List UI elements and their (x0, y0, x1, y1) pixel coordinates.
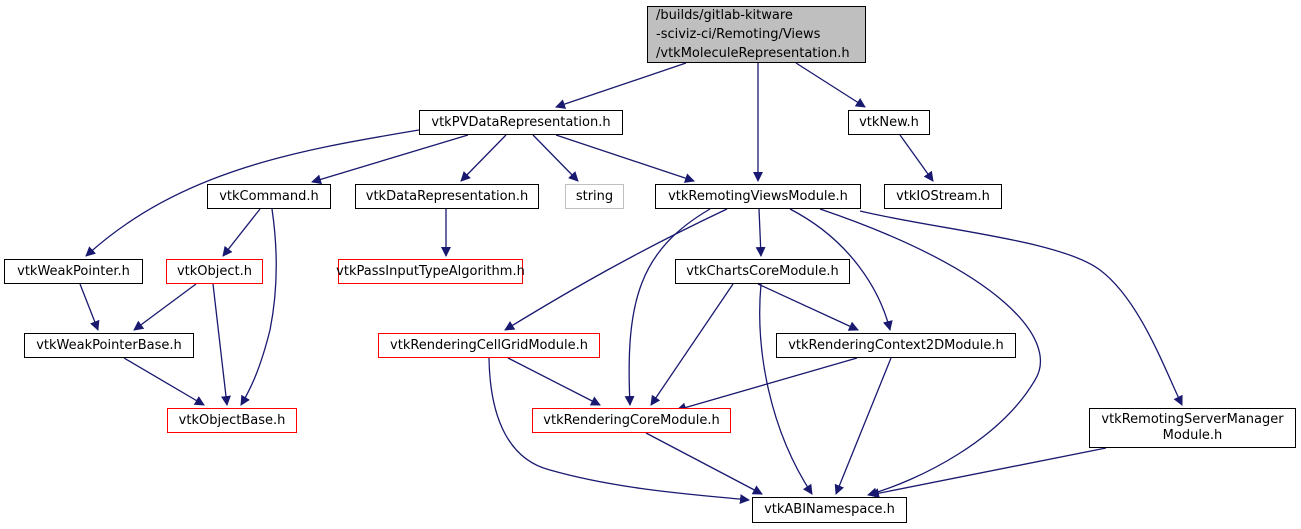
node-label: vtkRenderingCellGridModule.h (390, 337, 588, 353)
node-servermanager[interactable]: vtkRemotingServerManager Module.h (1089, 408, 1296, 448)
edge-chartscore-to-context2d (757, 283, 859, 331)
node-label: vtkRemotingViewsModule.h (668, 188, 848, 204)
node-weakptrbase[interactable]: vtkWeakPointerBase.h (24, 333, 194, 358)
edge-pvdatarep-to-datarep (460, 134, 507, 182)
node-cellgrid[interactable]: vtkRenderingCellGridModule.h (378, 333, 600, 358)
edge-remviews-to-chartscore (755, 208, 766, 257)
node-label: string (575, 188, 614, 204)
edge-object-to-weakptrbase (133, 283, 197, 331)
node-object[interactable]: vtkObject.h (166, 259, 263, 284)
node-label: vtkObject.h (176, 263, 253, 279)
node-label: vtkPassInputTypeAlgorithm.h (336, 263, 525, 279)
node-weakptr[interactable]: vtkWeakPointer.h (4, 259, 143, 284)
edge-cellgrid-to-renderingcore (507, 357, 601, 406)
node-label: /builds/gitlab-kitware -sciviz-ci/Remoti… (656, 8, 850, 61)
edge-pvdatarep-to-command (311, 134, 469, 185)
edge-cellgrid-to-abins (488, 357, 750, 505)
edge-servermanager-to-abins (869, 447, 1107, 499)
edge-chartscore-to-renderingcore (650, 283, 734, 406)
node-pvdatarep[interactable]: vtkPVDataRepresentation.h (419, 110, 623, 135)
node-label: vtkPVDataRepresentation.h (431, 114, 611, 130)
node-label: vtkDataRepresentation.h (365, 188, 529, 204)
node-command[interactable]: vtkCommand.h (207, 184, 331, 209)
node-label: vtkRemotingServerManager Module.h (1101, 412, 1284, 443)
node-label: vtkRenderingContext2DModule.h (788, 337, 1004, 353)
edge-chartscore-to-abins (759, 283, 813, 495)
node-abins[interactable]: vtkABINamespace.h (752, 497, 907, 523)
edge-command-to-object (222, 208, 261, 257)
edge-pvdatarep-to-remviews (555, 134, 695, 183)
node-label: vtkCommand.h (219, 188, 319, 204)
edge-weakptrbase-to-objectbase (123, 357, 205, 406)
edge-object-to-objectbase (212, 283, 231, 406)
node-root: /builds/gitlab-kitware -sciviz-ci/Remoti… (647, 6, 866, 63)
edge-context2d-to-abins (834, 357, 892, 495)
edge-pvdatarep-to-string (532, 134, 579, 182)
node-label: vtkObjectBase.h (178, 412, 286, 428)
node-objectbase[interactable]: vtkObjectBase.h (167, 408, 297, 433)
edge-renderingcore-to-abins (645, 432, 763, 495)
node-passinput[interactable]: vtkPassInputTypeAlgorithm.h (336, 259, 525, 284)
node-renderingcore[interactable]: vtkRenderingCoreModule.h (532, 408, 731, 433)
node-datarep[interactable]: vtkDataRepresentation.h (355, 184, 539, 209)
node-chartscore[interactable]: vtkChartsCoreModule.h (675, 259, 850, 284)
edge-remviews-to-abins (819, 208, 1041, 498)
edge-context2d-to-renderingcore (676, 357, 858, 413)
edge-pvdatarep-to-weakptr (85, 129, 420, 257)
node-remviews[interactable]: vtkRemotingViewsModule.h (655, 184, 861, 209)
node-label: vtkWeakPointer.h (17, 263, 130, 279)
node-vtknew[interactable]: vtkNew.h (848, 110, 930, 135)
edge-command-to-objectbase (240, 208, 277, 406)
edge-vtknew-to-iostream (899, 134, 934, 182)
edge-remviews-to-context2d (789, 208, 893, 331)
node-label: vtkRenderingCoreModule.h (543, 412, 720, 428)
node-label: vtkWeakPointerBase.h (36, 337, 182, 353)
edge-remviews-to-renderingcore (624, 208, 711, 406)
edge-remviews-to-cellgrid (504, 208, 728, 331)
edge-root-to-vtknew (795, 62, 866, 108)
node-context2d[interactable]: vtkRenderingContext2DModule.h (776, 333, 1016, 358)
node-iostream[interactable]: vtkIOStream.h (884, 184, 1002, 209)
edge-remviews-to-servermanager (859, 210, 1183, 406)
edge-root-to-pvdatarep (555, 62, 687, 109)
edge-weakptr-to-weakptrbase (79, 283, 100, 331)
node-label: vtkIOStream.h (896, 188, 990, 204)
node-string[interactable]: string (565, 184, 624, 209)
node-label: vtkNew.h (859, 114, 919, 130)
node-label: vtkABINamespace.h (764, 502, 895, 517)
node-label: vtkChartsCoreModule.h (686, 263, 839, 279)
